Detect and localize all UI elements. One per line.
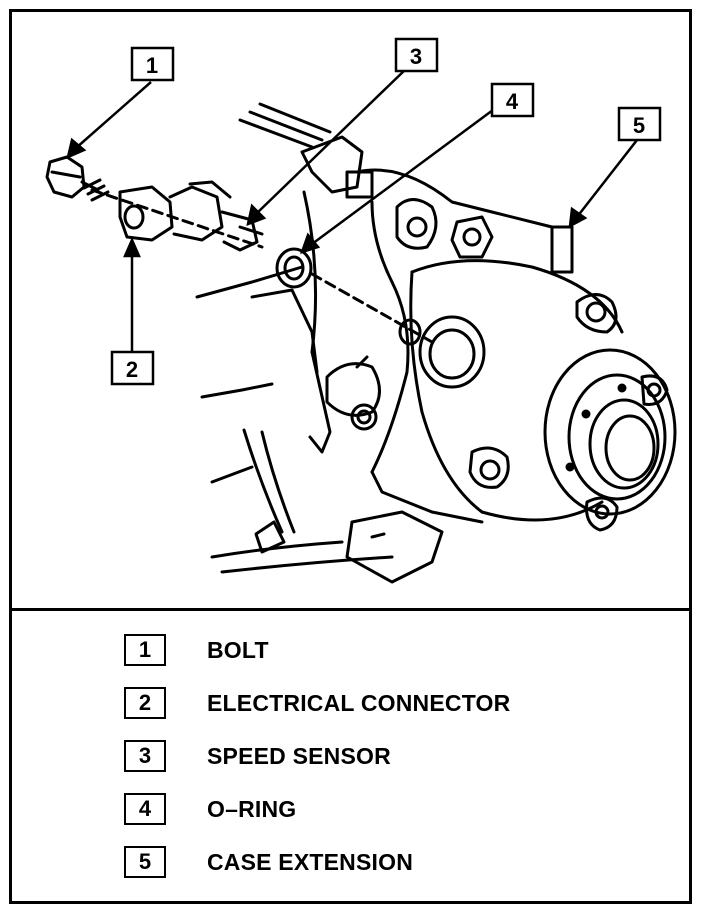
parts-legend: 1 BOLT 2 ELECTRICAL CONNECTOR 3 SPEED SE… <box>12 611 689 901</box>
callout-2: 2 <box>110 350 155 386</box>
legend-item-2: 2 ELECTRICAL CONNECTOR <box>124 685 510 721</box>
case-extension <box>543 348 677 516</box>
callout-5: 5 <box>617 106 662 142</box>
bore-seal <box>398 318 422 346</box>
diagram-frame: 1 2 3 4 5 1 BOLT 2 <box>9 9 692 904</box>
legend-number-box: 4 <box>124 793 166 825</box>
legend-label: SPEED SENSOR <box>207 742 391 769</box>
legend-label: O–RING <box>207 795 297 822</box>
callout-4: 4 <box>490 82 535 118</box>
assembly-axis <box>90 188 434 344</box>
legend-number-box: 5 <box>124 846 166 878</box>
legend-number-box: 3 <box>124 740 166 772</box>
callout-3-number: 3 <box>410 44 422 69</box>
legend-item-1: 1 BOLT <box>124 632 269 668</box>
legend-label: CASE EXTENSION <box>207 848 414 875</box>
sensor-bore <box>418 315 486 389</box>
callout-1: 1 <box>130 46 175 82</box>
legend-item-3: 3 SPEED SENSOR <box>124 738 391 774</box>
callout-4-number: 4 <box>506 89 519 114</box>
legend-number-box: 2 <box>124 687 166 719</box>
callout-1-number: 1 <box>146 53 158 78</box>
callout-2-number: 2 <box>126 357 138 382</box>
legend-item-4: 4 O–RING <box>124 791 296 827</box>
legend-label: BOLT <box>207 636 269 663</box>
exploded-view-drawing: 1 2 3 4 5 <box>45 37 677 584</box>
o-ring <box>275 247 313 289</box>
exploded-view-figure: 1 2 3 4 5 <box>12 12 689 608</box>
speed-sensor <box>118 180 264 252</box>
legend-divider <box>12 608 689 611</box>
legend-number-box: 1 <box>124 634 166 666</box>
legend-item-5: 5 CASE EXTENSION <box>124 844 413 880</box>
leader-lines <box>66 67 638 352</box>
legend-label: ELECTRICAL CONNECTOR <box>207 689 511 716</box>
callout-5-number: 5 <box>633 113 645 138</box>
transmission-housing <box>195 102 669 584</box>
callout-3: 3 <box>394 37 439 73</box>
